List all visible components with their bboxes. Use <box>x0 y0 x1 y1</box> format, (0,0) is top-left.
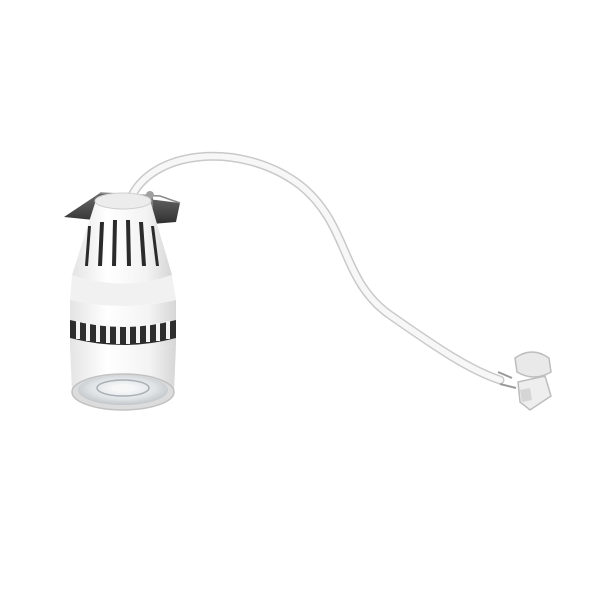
cooling-slots-lower <box>76 321 170 344</box>
power-cable <box>125 151 505 385</box>
upper-heatsink <box>72 192 172 284</box>
middle-collar <box>70 300 176 353</box>
cooling-slots-upper <box>85 220 159 266</box>
terminal-connector <box>497 351 552 411</box>
lens-housing <box>70 275 176 411</box>
